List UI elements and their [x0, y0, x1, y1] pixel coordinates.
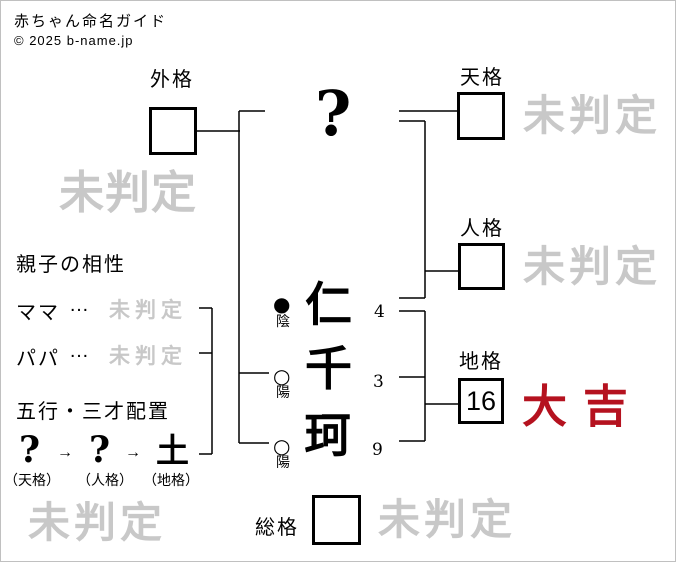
- surname-placeholder: ?: [315, 77, 352, 150]
- gogyo-caption-chikaku: （地格）: [143, 472, 199, 488]
- soukaku-label: 総格: [255, 517, 299, 539]
- tenkaku-label: 天格: [460, 67, 504, 89]
- copyright-text: © 2025 b-name.jp: [14, 33, 134, 48]
- yinyang-label-1: 陰: [276, 313, 290, 329]
- gogyo-title: 五行・三才配置: [16, 401, 170, 423]
- name-character-1: 仁: [305, 278, 352, 333]
- jinkaku-result: 未判定: [523, 242, 662, 291]
- gogyo-arrow-2: →: [125, 444, 141, 461]
- papa-label: パパ: [16, 348, 60, 370]
- chikaku-value: 16: [465, 385, 497, 416]
- yinyang-mark-3: ○: [273, 434, 291, 458]
- name-character-3: 珂: [304, 409, 351, 464]
- compatibility-title: 親子の相性: [16, 254, 126, 276]
- gaikaku-result: 未判定: [59, 166, 198, 219]
- tenkaku-box: [457, 92, 505, 140]
- chikaku-label: 地格: [459, 351, 503, 373]
- gogyo-symbol-chikaku: 土: [156, 431, 189, 470]
- yinyang-mark-1: ●: [273, 292, 291, 316]
- chikaku-box: 16: [458, 378, 504, 424]
- stroke-count-2: 3: [373, 372, 384, 392]
- gogyo-symbol-jinkaku: ?: [89, 429, 111, 471]
- yinyang-mark-2: ○: [273, 364, 291, 388]
- papa-dots: …: [69, 340, 89, 362]
- papa-result: 未判定: [109, 343, 187, 368]
- gaikaku-label: 外格: [150, 69, 194, 91]
- soukaku-box: [312, 495, 361, 545]
- name-character-2: 千: [305, 342, 352, 397]
- gogyo-symbol-tenkaku: ?: [19, 429, 41, 471]
- mama-label: ママ: [16, 302, 60, 324]
- soukaku-result: 未判定: [378, 495, 517, 544]
- chikaku-result: 大吉: [522, 380, 645, 433]
- stroke-count-1: 4: [374, 302, 385, 322]
- jinkaku-label: 人格: [460, 218, 504, 240]
- gogyo-caption-jinkaku: （人格）: [77, 472, 133, 488]
- gogyo-result: 未判定: [28, 498, 167, 547]
- mama-dots: …: [69, 294, 89, 316]
- gaikaku-box: [149, 107, 197, 155]
- mama-result: 未判定: [109, 297, 187, 322]
- page-title: 赤ちゃん命名ガイド: [14, 13, 168, 30]
- yinyang-label-2: 陽: [276, 384, 290, 400]
- yinyang-label-3: 陽: [276, 454, 290, 470]
- gogyo-arrow-1: →: [57, 444, 73, 461]
- tenkaku-result: 未判定: [523, 91, 662, 140]
- jinkaku-box: [458, 243, 505, 290]
- stroke-count-3: 9: [372, 440, 383, 460]
- gogyo-caption-tenkaku: （天格）: [4, 472, 60, 488]
